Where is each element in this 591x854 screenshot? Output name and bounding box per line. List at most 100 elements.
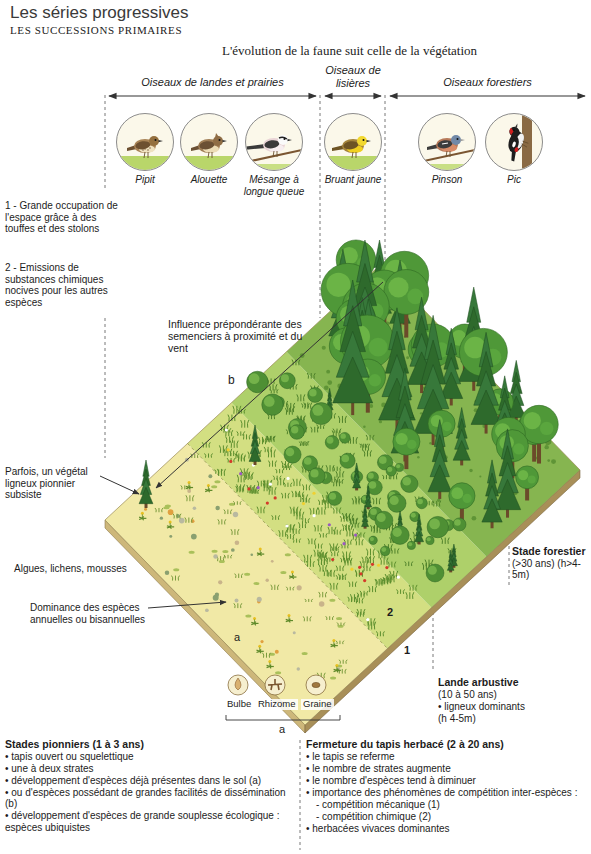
ground-texture xyxy=(139,298,556,691)
bird-circle: Pipit xyxy=(108,112,182,186)
grass-tuft xyxy=(331,546,339,550)
bird-circle-outline xyxy=(419,114,476,171)
bird xyxy=(127,136,163,158)
bird-tail xyxy=(244,144,266,150)
grass-tuft xyxy=(237,484,245,491)
shrub xyxy=(262,394,283,415)
bird-scene xyxy=(115,136,175,172)
stem xyxy=(333,642,334,646)
conifer-foliage xyxy=(415,531,424,541)
stage-item: • développement d'espèces déjà présentes… xyxy=(5,775,297,787)
grass-tuft xyxy=(367,556,375,563)
eye xyxy=(155,139,157,141)
bird-picture xyxy=(417,112,477,172)
grass-tuft xyxy=(171,576,179,581)
stage-item: • herbacées vivaces dominantes xyxy=(306,823,588,835)
flower xyxy=(285,524,288,527)
stem xyxy=(170,523,171,527)
grass-tuft xyxy=(355,570,363,576)
conifer-foliage xyxy=(333,357,373,403)
shrub xyxy=(309,468,325,484)
grass-tuft xyxy=(369,586,377,592)
stem xyxy=(269,663,270,667)
stage-item: • le tapis se referme xyxy=(306,751,588,763)
shrub-highlight xyxy=(370,508,377,515)
bird-picture xyxy=(323,112,383,172)
bird-picture xyxy=(115,112,175,172)
grass-tuft xyxy=(314,525,322,531)
grass-tuft xyxy=(337,623,345,626)
group-label: Oiseaux de lisières xyxy=(322,64,384,89)
leader-arrow xyxy=(148,602,226,608)
beak xyxy=(159,140,164,142)
lichen xyxy=(260,640,263,643)
grass-tuft xyxy=(346,514,354,520)
grass-tuft xyxy=(362,444,370,451)
bird-scene xyxy=(417,135,477,172)
grass-tuft xyxy=(333,530,341,535)
bird-name: Bruant jaune xyxy=(316,174,390,186)
leader-arrow xyxy=(156,282,383,488)
shrub-highlight xyxy=(377,513,386,522)
forest-litter xyxy=(322,346,326,350)
flower xyxy=(247,487,250,490)
grass-tuft xyxy=(262,653,270,658)
forest-litter xyxy=(551,459,556,464)
shrub-highlight xyxy=(429,519,440,530)
tree-crown xyxy=(496,430,528,462)
grass-tuft xyxy=(326,616,334,620)
grass-tuft xyxy=(284,483,292,487)
forest-litter xyxy=(406,356,409,359)
flower xyxy=(359,572,362,575)
grass-tuft xyxy=(185,518,193,523)
stage-item: - compétition mécanique (1) xyxy=(316,799,588,811)
grass-tuft xyxy=(286,587,294,591)
rosette-leaf xyxy=(167,526,170,527)
seed-symbol xyxy=(312,682,320,687)
tree-crown-light xyxy=(388,277,408,297)
note: Dominance des espèces annuelles ou bisan… xyxy=(30,602,160,625)
eye xyxy=(219,139,221,141)
moss xyxy=(244,573,250,576)
lichen xyxy=(231,548,235,552)
shrub xyxy=(401,475,418,492)
flower xyxy=(257,486,260,489)
bird-circle-fill xyxy=(419,114,476,171)
grass-tuft xyxy=(269,384,277,390)
shrub-highlight xyxy=(396,464,400,468)
bird-head xyxy=(278,135,288,145)
note: 1 - Grande occupation de l'espace grâce … xyxy=(5,200,123,235)
rosette-leaf xyxy=(260,651,261,653)
grass-tuft xyxy=(364,450,372,456)
grass-tuft xyxy=(236,486,244,492)
note: 2 - Emissions de substances chimiques no… xyxy=(5,262,123,308)
beak xyxy=(515,123,519,128)
shrub-highlight xyxy=(264,396,275,407)
grass-tuft xyxy=(391,548,399,553)
lichen xyxy=(215,506,219,510)
grass-tuft xyxy=(349,437,357,444)
grass-tuft xyxy=(339,660,347,664)
grass-tuft xyxy=(319,592,327,597)
grass-tuft xyxy=(349,582,357,587)
span-arrow xyxy=(109,95,316,96)
conifer-foliage xyxy=(447,563,454,571)
shrub-highlight xyxy=(381,547,386,552)
bird-circle: Pic xyxy=(477,112,551,186)
bird-name: Alouette xyxy=(172,174,246,186)
shrub-highlight xyxy=(281,374,289,382)
stem xyxy=(254,619,255,623)
bird-head xyxy=(508,125,521,138)
shrub xyxy=(375,511,393,529)
conifer-foliage xyxy=(453,441,470,461)
grass-tuft xyxy=(338,416,346,423)
grass-tuft xyxy=(384,577,392,583)
grass-tuft xyxy=(204,453,212,457)
forest-litter xyxy=(472,516,477,521)
shrub-highlight xyxy=(310,469,318,477)
shrub-highlight xyxy=(249,373,260,384)
grass-tuft xyxy=(155,508,163,512)
bird-circle: Pinson xyxy=(410,112,484,186)
branch xyxy=(246,150,302,162)
bird-scene xyxy=(179,133,239,172)
